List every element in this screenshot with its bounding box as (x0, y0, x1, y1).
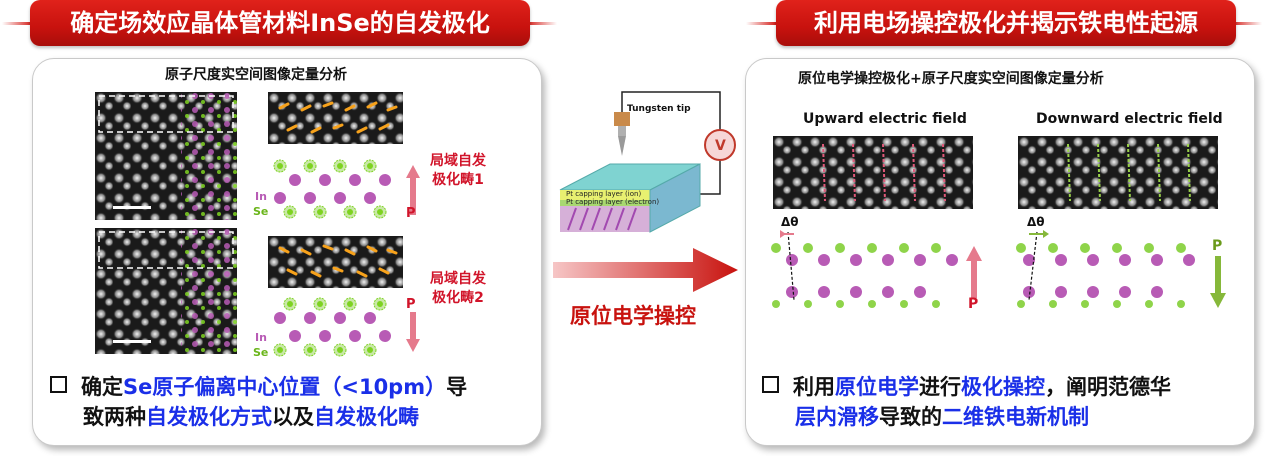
label-p-2: P (406, 297, 416, 312)
stem-image-domain2 (95, 228, 237, 354)
banner-left-decor-right (527, 22, 557, 25)
domain1-label: 局域自发 极化畴1 (418, 152, 498, 190)
bullet-square-icon (50, 376, 67, 393)
polarization-up-arrow-right (966, 246, 982, 298)
voltmeter-icon: V (715, 138, 726, 154)
right-bullet-text-1: 利用 (793, 375, 835, 399)
left-subtitle: 原子尺度实空间图像定量分析 (165, 67, 347, 83)
layer-electron-label: Pt capping layer (electron) (566, 198, 660, 206)
right-subtitle: 原位电学操控极化+原子尺度实空间图像定量分析 (798, 71, 1104, 87)
left-bullet-highlight-1: Se原子偏离中心位置（<10pm） (123, 375, 447, 399)
left-bullet-text-2: 导 (446, 375, 468, 399)
domain2-label-line2: 极化畴2 (432, 290, 484, 306)
device-schematic (550, 82, 740, 252)
right-bullet-highlight-4: 二维铁电新机制 (942, 405, 1089, 429)
label-se-1: Se (253, 205, 269, 218)
layer-ion-label: Pt capping layer (ion) (566, 190, 642, 198)
polarization-up-arrow (406, 165, 420, 215)
displacement-map-domain2 (268, 236, 403, 288)
displacement-map-domain1 (268, 92, 403, 144)
domain2-label-line1: 局域自发 (430, 271, 486, 287)
polarization-down-arrow-right (1210, 256, 1226, 308)
atom-model-domain1 (270, 158, 400, 220)
atom-model-upward (770, 228, 960, 308)
right-bullet-highlight-3: 层内滑移 (795, 405, 879, 429)
right-bullet-highlight-1: 原位电学 (835, 375, 919, 399)
domain1-label-line1: 局域自发 (430, 153, 486, 169)
transition-arrow (553, 248, 738, 292)
banner-left-decor (2, 22, 32, 25)
left-bullet-highlight-2: 自发极化方式 (146, 405, 272, 429)
label-p-right-down: P (1212, 238, 1223, 254)
left-bullet-text-1: 确定 (81, 375, 123, 399)
atom-model-downward (1015, 228, 1205, 308)
right-bullet-text-4: 导致的 (879, 405, 942, 429)
delta-theta-up-label: Δθ (781, 215, 799, 229)
left-bullet-highlight-3: 自发极化畴 (314, 405, 419, 429)
stem-image-domain1 (95, 92, 237, 220)
left-bullet-text-4: 以及 (272, 405, 314, 429)
downward-field-label: Downward electric field (1036, 111, 1223, 127)
label-p-1: P (406, 206, 416, 221)
delta-theta-down-label: Δθ (1027, 215, 1045, 229)
arrow-caption: 原位电学操控 (570, 304, 696, 328)
domain2-label: 局域自发 极化畴2 (418, 270, 498, 308)
right-bullet-text-2: 进行 (919, 375, 961, 399)
right-bullet: 利用原位电学进行极化操控，阐明范德华 层内滑移导致的二维铁电新机制 (762, 372, 1242, 432)
stem-image-upward (773, 136, 973, 209)
right-bullet-highlight-2: 极化操控 (961, 375, 1045, 399)
bullet-square-icon-right (762, 376, 779, 393)
atom-model-domain2 (270, 296, 400, 358)
left-bullet: 确定Se原子偏离中心位置（<10pm）导 致两种自发极化方式以及自发极化畴 (50, 372, 530, 432)
banner-right-decor (746, 22, 776, 25)
label-in-1: In (255, 190, 267, 203)
right-banner-title: 利用电场操控极化并揭示铁电性起源 (776, 0, 1236, 46)
left-bullet-text-3: 致两种 (83, 405, 146, 429)
stem-image-downward (1018, 136, 1218, 209)
banner-right-decor-right (1232, 22, 1262, 25)
left-banner-title: 确定场效应晶体管材料InSe的自发极化 (30, 0, 530, 46)
label-in-2: In (255, 331, 267, 344)
polarization-down-arrow (406, 312, 420, 352)
right-panel-card (745, 58, 1255, 446)
domain1-label-line2: 极化畴1 (432, 172, 484, 188)
right-bullet-text-3: ，阐明范德华 (1045, 375, 1171, 399)
tungsten-tip-label: Tungsten tip (627, 104, 691, 114)
upward-field-label: Upward electric field (803, 111, 967, 127)
label-p-right-up: P (968, 296, 979, 312)
label-se-2: Se (253, 346, 269, 359)
